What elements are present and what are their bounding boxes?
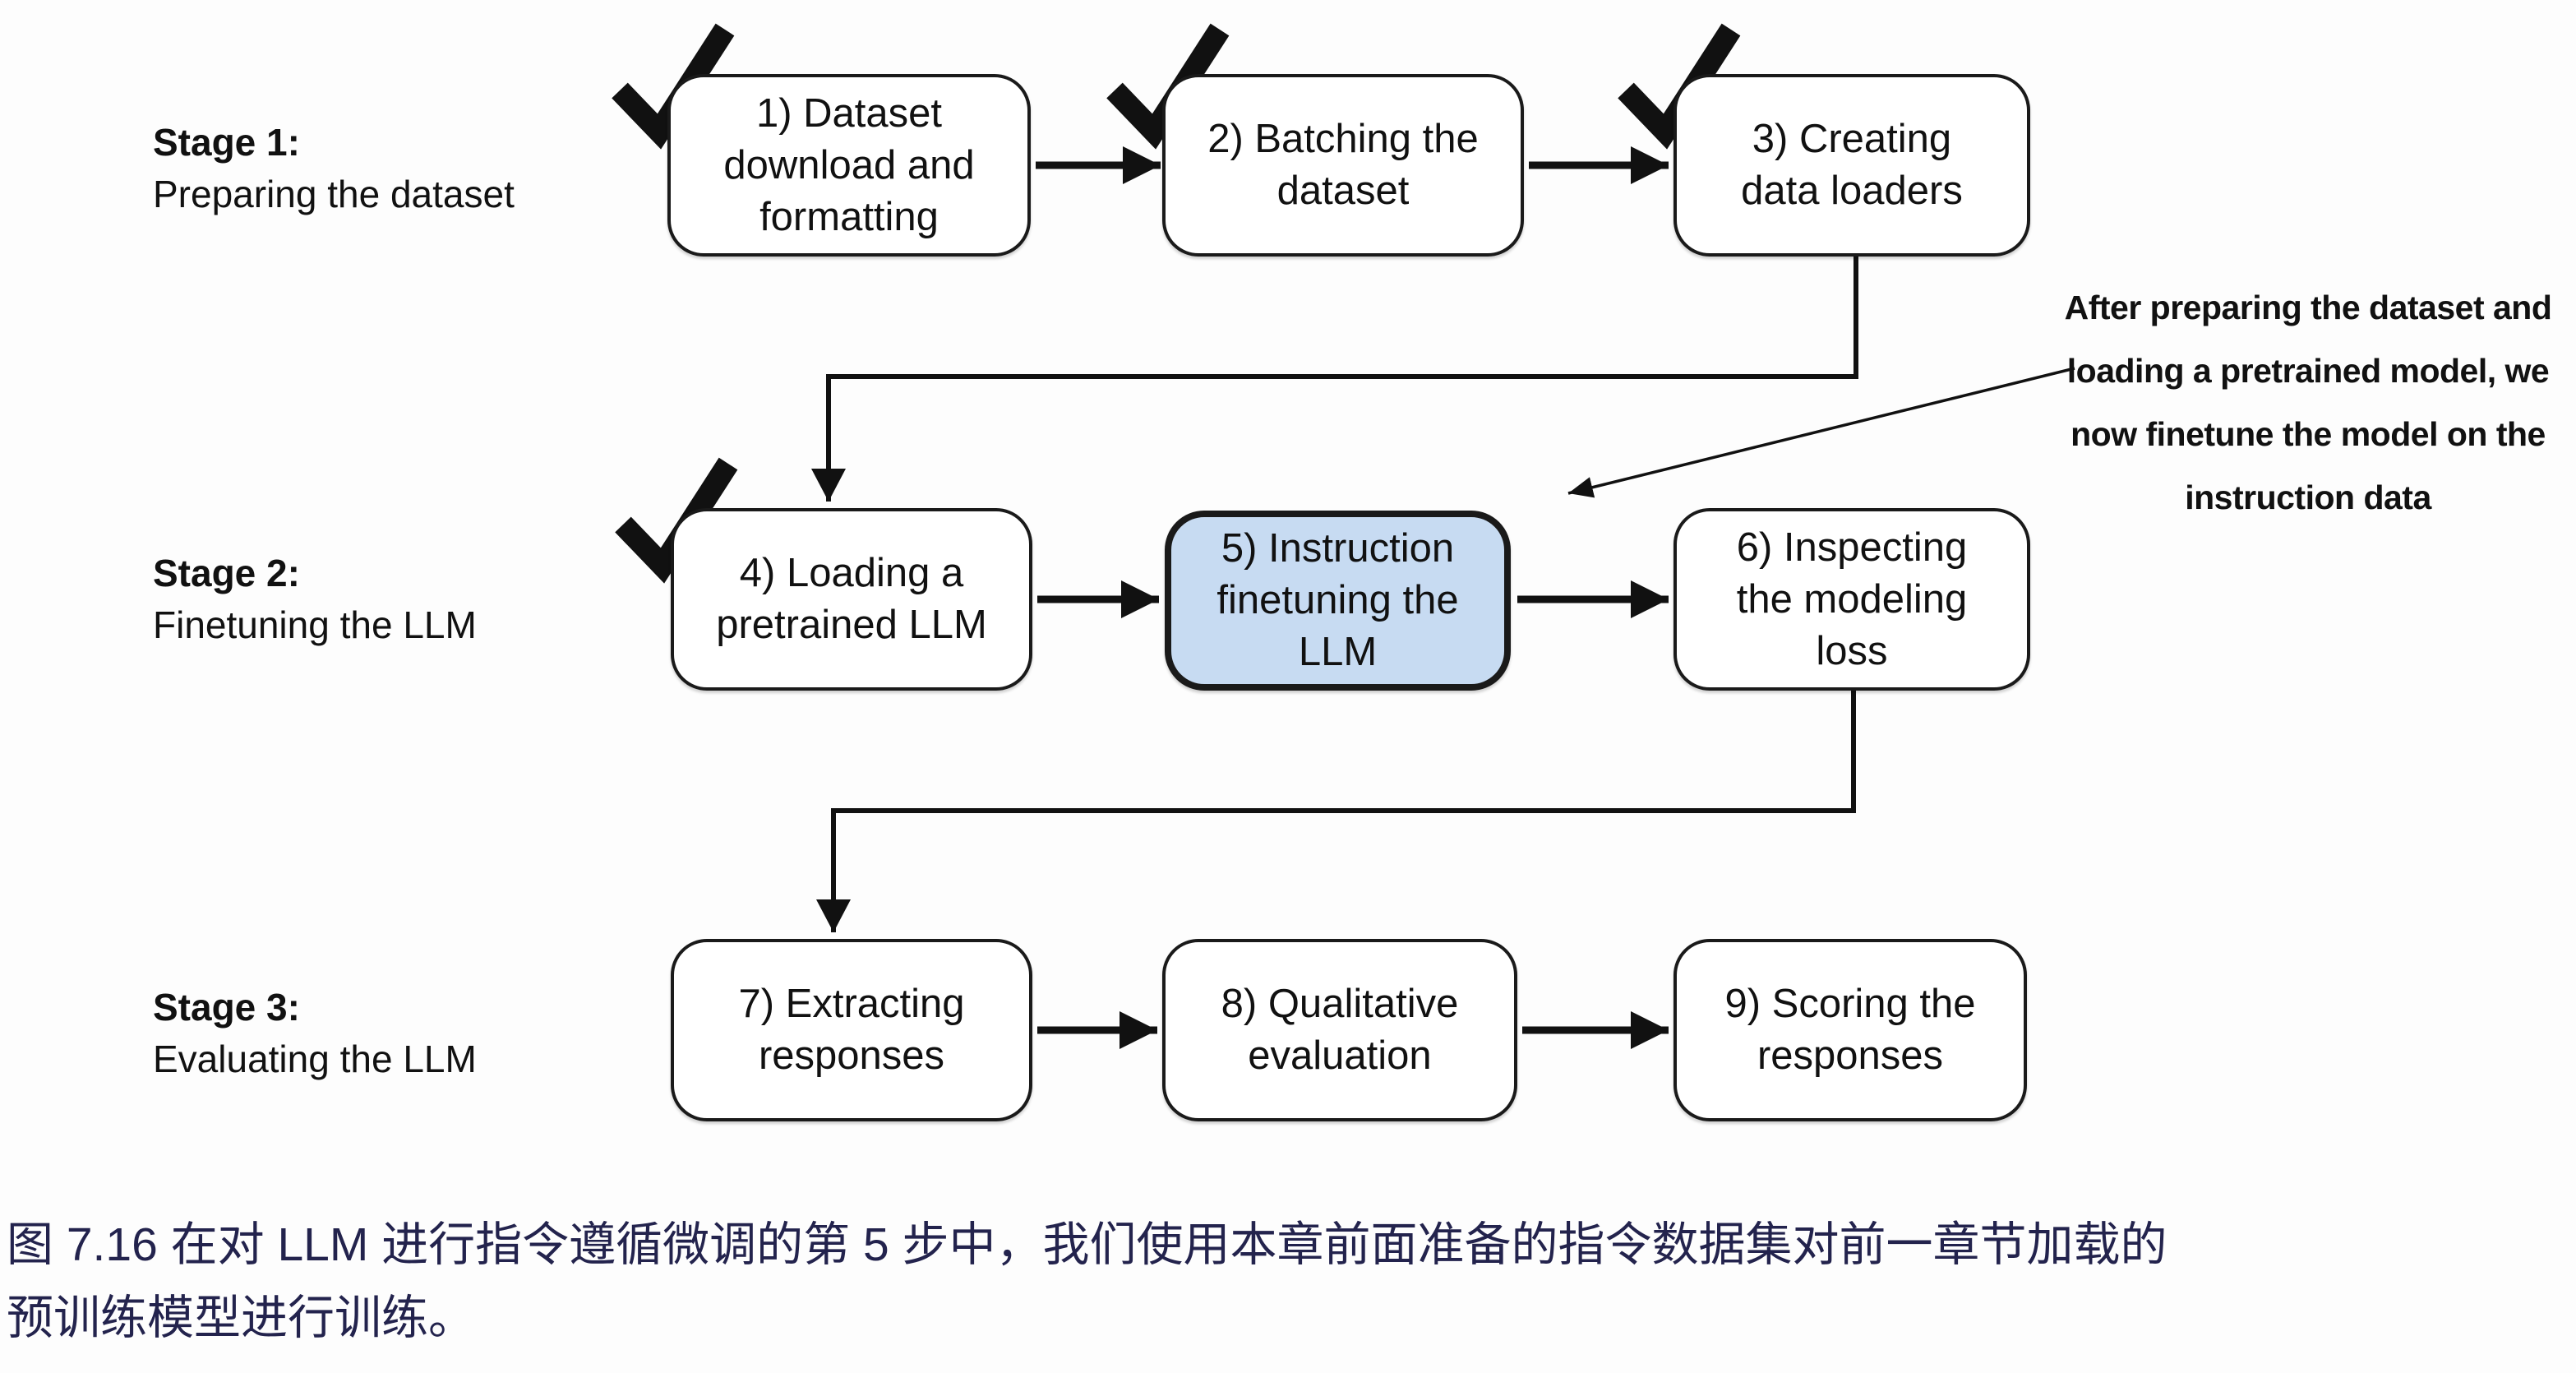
flow-box-2-batching: 2) Batching the dataset bbox=[1162, 74, 1524, 257]
stage-3-title: Stage 3: bbox=[153, 986, 300, 1029]
annotation-arrow bbox=[1567, 367, 2075, 498]
stage-2-label: Stage 2: Finetuning the LLM bbox=[153, 548, 679, 651]
flow-box-7-label: 7) Extracting responses bbox=[738, 982, 965, 1078]
stage-1-label: Stage 1: Preparing the dataset bbox=[153, 117, 679, 220]
stage-1-title: Stage 1: bbox=[153, 121, 300, 164]
flow-box-5-label: 5) Instruction finetuning the LLM bbox=[1216, 526, 1459, 674]
connector-3-4 bbox=[811, 257, 1858, 502]
flow-box-4-label: 4) Loading a pretrained LLM bbox=[716, 551, 987, 647]
annotation-note: After preparing the dataset and loading … bbox=[2064, 289, 2552, 516]
flow-box-6-label: 6) Inspecting the modeling loss bbox=[1736, 525, 1968, 673]
flow-box-3-data-loaders: 3) Creating data loaders bbox=[1673, 74, 2030, 257]
flow-box-8-qualitative-evaluation: 8) Qualitative evaluation bbox=[1162, 939, 1517, 1121]
flow-box-1-dataset-download: 1) Dataset download and formatting bbox=[667, 74, 1031, 257]
stage-2-subtitle: Finetuning the LLM bbox=[153, 603, 477, 646]
stage-2-title: Stage 2: bbox=[153, 552, 300, 594]
flow-box-6-inspecting-loss: 6) Inspecting the modeling loss bbox=[1673, 508, 2030, 691]
flow-box-7-extracting-responses: 7) Extracting responses bbox=[671, 939, 1032, 1121]
connector-6-7 bbox=[816, 691, 1856, 932]
stage-3-subtitle: Evaluating the LLM bbox=[153, 1038, 477, 1080]
flow-box-2-label: 2) Batching the dataset bbox=[1207, 117, 1479, 213]
flow-box-9-scoring-responses: 9) Scoring the responses bbox=[1673, 939, 2027, 1121]
flow-box-3-label: 3) Creating data loaders bbox=[1741, 117, 1963, 213]
stage-1-subtitle: Preparing the dataset bbox=[153, 173, 515, 215]
flow-box-5-instruction-finetuning: 5) Instruction finetuning the LLM bbox=[1165, 511, 1511, 691]
figure-caption: 图 7.16 在对 LLM 进行指令遵循微调的第 5 步中，我们使用本章前面准备… bbox=[7, 1218, 2167, 1344]
flow-box-1-label: 1) Dataset download and formatting bbox=[723, 90, 975, 239]
flow-box-9-label: 9) Scoring the responses bbox=[1724, 982, 1976, 1078]
flow-box-4-loading-pretrained: 4) Loading a pretrained LLM bbox=[671, 508, 1032, 691]
flow-box-8-label: 8) Qualitative evaluation bbox=[1221, 982, 1459, 1078]
stage-3-label: Stage 3: Evaluating the LLM bbox=[153, 982, 679, 1085]
